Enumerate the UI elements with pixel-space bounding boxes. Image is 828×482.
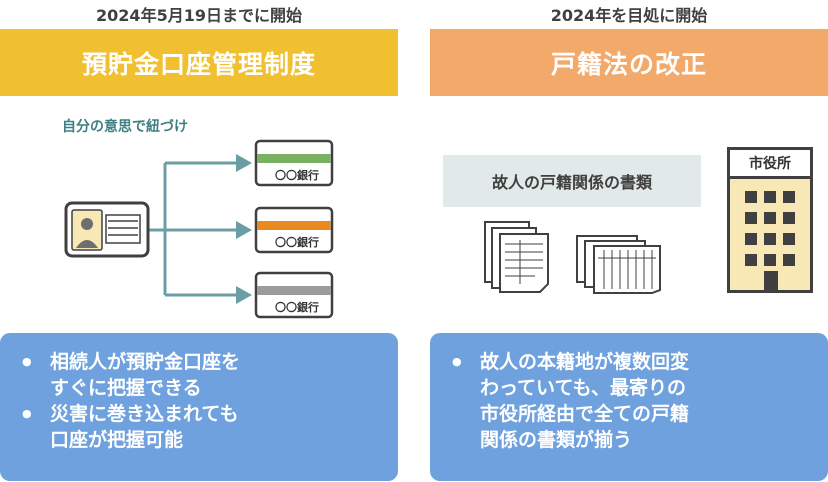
bank-label: 〇〇銀行 — [275, 168, 319, 182]
city-hall-icon: 市役所 — [727, 147, 813, 293]
window — [745, 212, 757, 224]
bank-label: 〇〇銀行 — [275, 300, 319, 314]
benefit-item: 故人の本籍地が複数回変 わっていても、最寄りの 市役所経由で全ての戸籍 関係の書… — [450, 349, 812, 453]
id-card-icon — [64, 201, 150, 258]
benefit-line: 故人の本籍地が複数回変 — [480, 351, 690, 373]
window — [783, 254, 795, 266]
benefit-line: 災害に巻き込まれても — [50, 403, 239, 425]
window — [783, 212, 795, 224]
bank-label: 〇〇銀行 — [275, 235, 319, 249]
window — [745, 191, 757, 203]
family-register-reform-title: 戸籍法の改正 — [430, 29, 828, 96]
benefit-item: 災害に巻き込まれても 口座が把握可能 — [20, 401, 382, 453]
window — [783, 191, 795, 203]
benefit-line: 口座が把握可能 — [50, 429, 184, 451]
link-label: 自分の意思で紐づけ — [62, 119, 188, 135]
benefit-line: わっていても、最寄りの — [480, 377, 686, 399]
benefit-line: 市役所経由で全ての戸籍 — [480, 403, 690, 425]
benefit-line: 相続人が預貯金口座を — [50, 351, 241, 373]
deposit-benefits-box: 相続人が預貯金口座を すぐに把握できる 災害に巻き込まれても 口座が把握可能 — [0, 333, 398, 481]
bank-card-orange: 〇〇銀行 — [254, 206, 334, 254]
window — [764, 254, 776, 266]
window — [764, 233, 776, 245]
benefit-line: 関係の書類が揃う — [480, 429, 633, 451]
document-stack-icon — [576, 235, 661, 294]
bank-card-gray: 〇〇銀行 — [254, 271, 334, 319]
window — [745, 254, 757, 266]
city-hall-sign: 市役所 — [727, 147, 813, 179]
left-start-date: 2024年5月19日までに開始 — [96, 6, 302, 25]
window — [764, 191, 776, 203]
benefit-line: すぐに把握できる — [50, 377, 202, 399]
entrance — [764, 271, 778, 290]
window — [783, 233, 795, 245]
bank-card-green: 〇〇銀行 — [254, 139, 334, 187]
document-stack-icon — [484, 221, 549, 293]
register-benefits-box: 故人の本籍地が複数回変 わっていても、最寄りの 市役所経由で全ての戸籍 関係の書… — [430, 333, 828, 481]
window — [764, 212, 776, 224]
benefit-item: 相続人が預貯金口座を すぐに把握できる — [20, 349, 382, 401]
docs-label: 故人の戸籍関係の書類 — [443, 155, 701, 207]
illustration-layer: 〇〇銀行 〇〇銀行 〇〇銀行 — [64, 139, 661, 319]
window — [745, 233, 757, 245]
link-arrows — [148, 161, 238, 297]
deposit-account-system-title: 預貯金口座管理制度 — [0, 29, 398, 96]
city-hall-building — [727, 179, 813, 293]
right-start-date: 2024年を目処に開始 — [550, 6, 708, 25]
arrow-heads — [236, 154, 252, 304]
